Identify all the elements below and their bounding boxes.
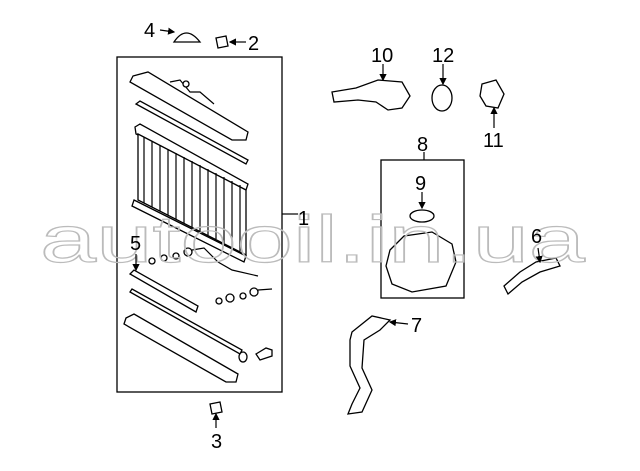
lower-tank-pipe [128, 269, 199, 313]
callout-4: 4 [144, 20, 155, 42]
callout-7: 7 [411, 315, 422, 337]
callout-6: 6 [531, 226, 542, 248]
radiator-cap [172, 32, 202, 43]
fittings [215, 287, 273, 363]
leader-lines [132, 27, 543, 428]
drain-and-pipe [148, 247, 259, 277]
callout-11: 11 [483, 130, 504, 152]
drain-cock [209, 401, 223, 415]
callout-8: 8 [417, 134, 428, 156]
reservoir-box [380, 159, 465, 299]
drain-plug-top [215, 35, 229, 49]
reservoir-cap [409, 209, 435, 223]
callout-5: 5 [130, 233, 141, 255]
reserve-tank [385, 231, 457, 293]
upper-gasket [134, 100, 249, 165]
callout-10: 10 [371, 45, 393, 67]
upper-tank [129, 71, 249, 141]
radiator-assembly-box [116, 56, 283, 393]
hose-7 [346, 315, 392, 415]
callout-12: 12 [432, 45, 454, 67]
callout-9: 9 [415, 173, 426, 195]
lower-gasket [129, 288, 243, 355]
hose-6 [503, 257, 561, 296]
callout-3: 3 [211, 431, 222, 453]
radiator-core [131, 123, 249, 263]
inlet-housing [331, 79, 411, 111]
callout-2: 2 [248, 33, 259, 55]
thermostat [479, 79, 505, 109]
callout-1: 1 [298, 208, 309, 230]
gasket-ring [431, 84, 453, 112]
watermark: autooil.in.ua [40, 202, 585, 276]
lower-tank [123, 313, 239, 383]
